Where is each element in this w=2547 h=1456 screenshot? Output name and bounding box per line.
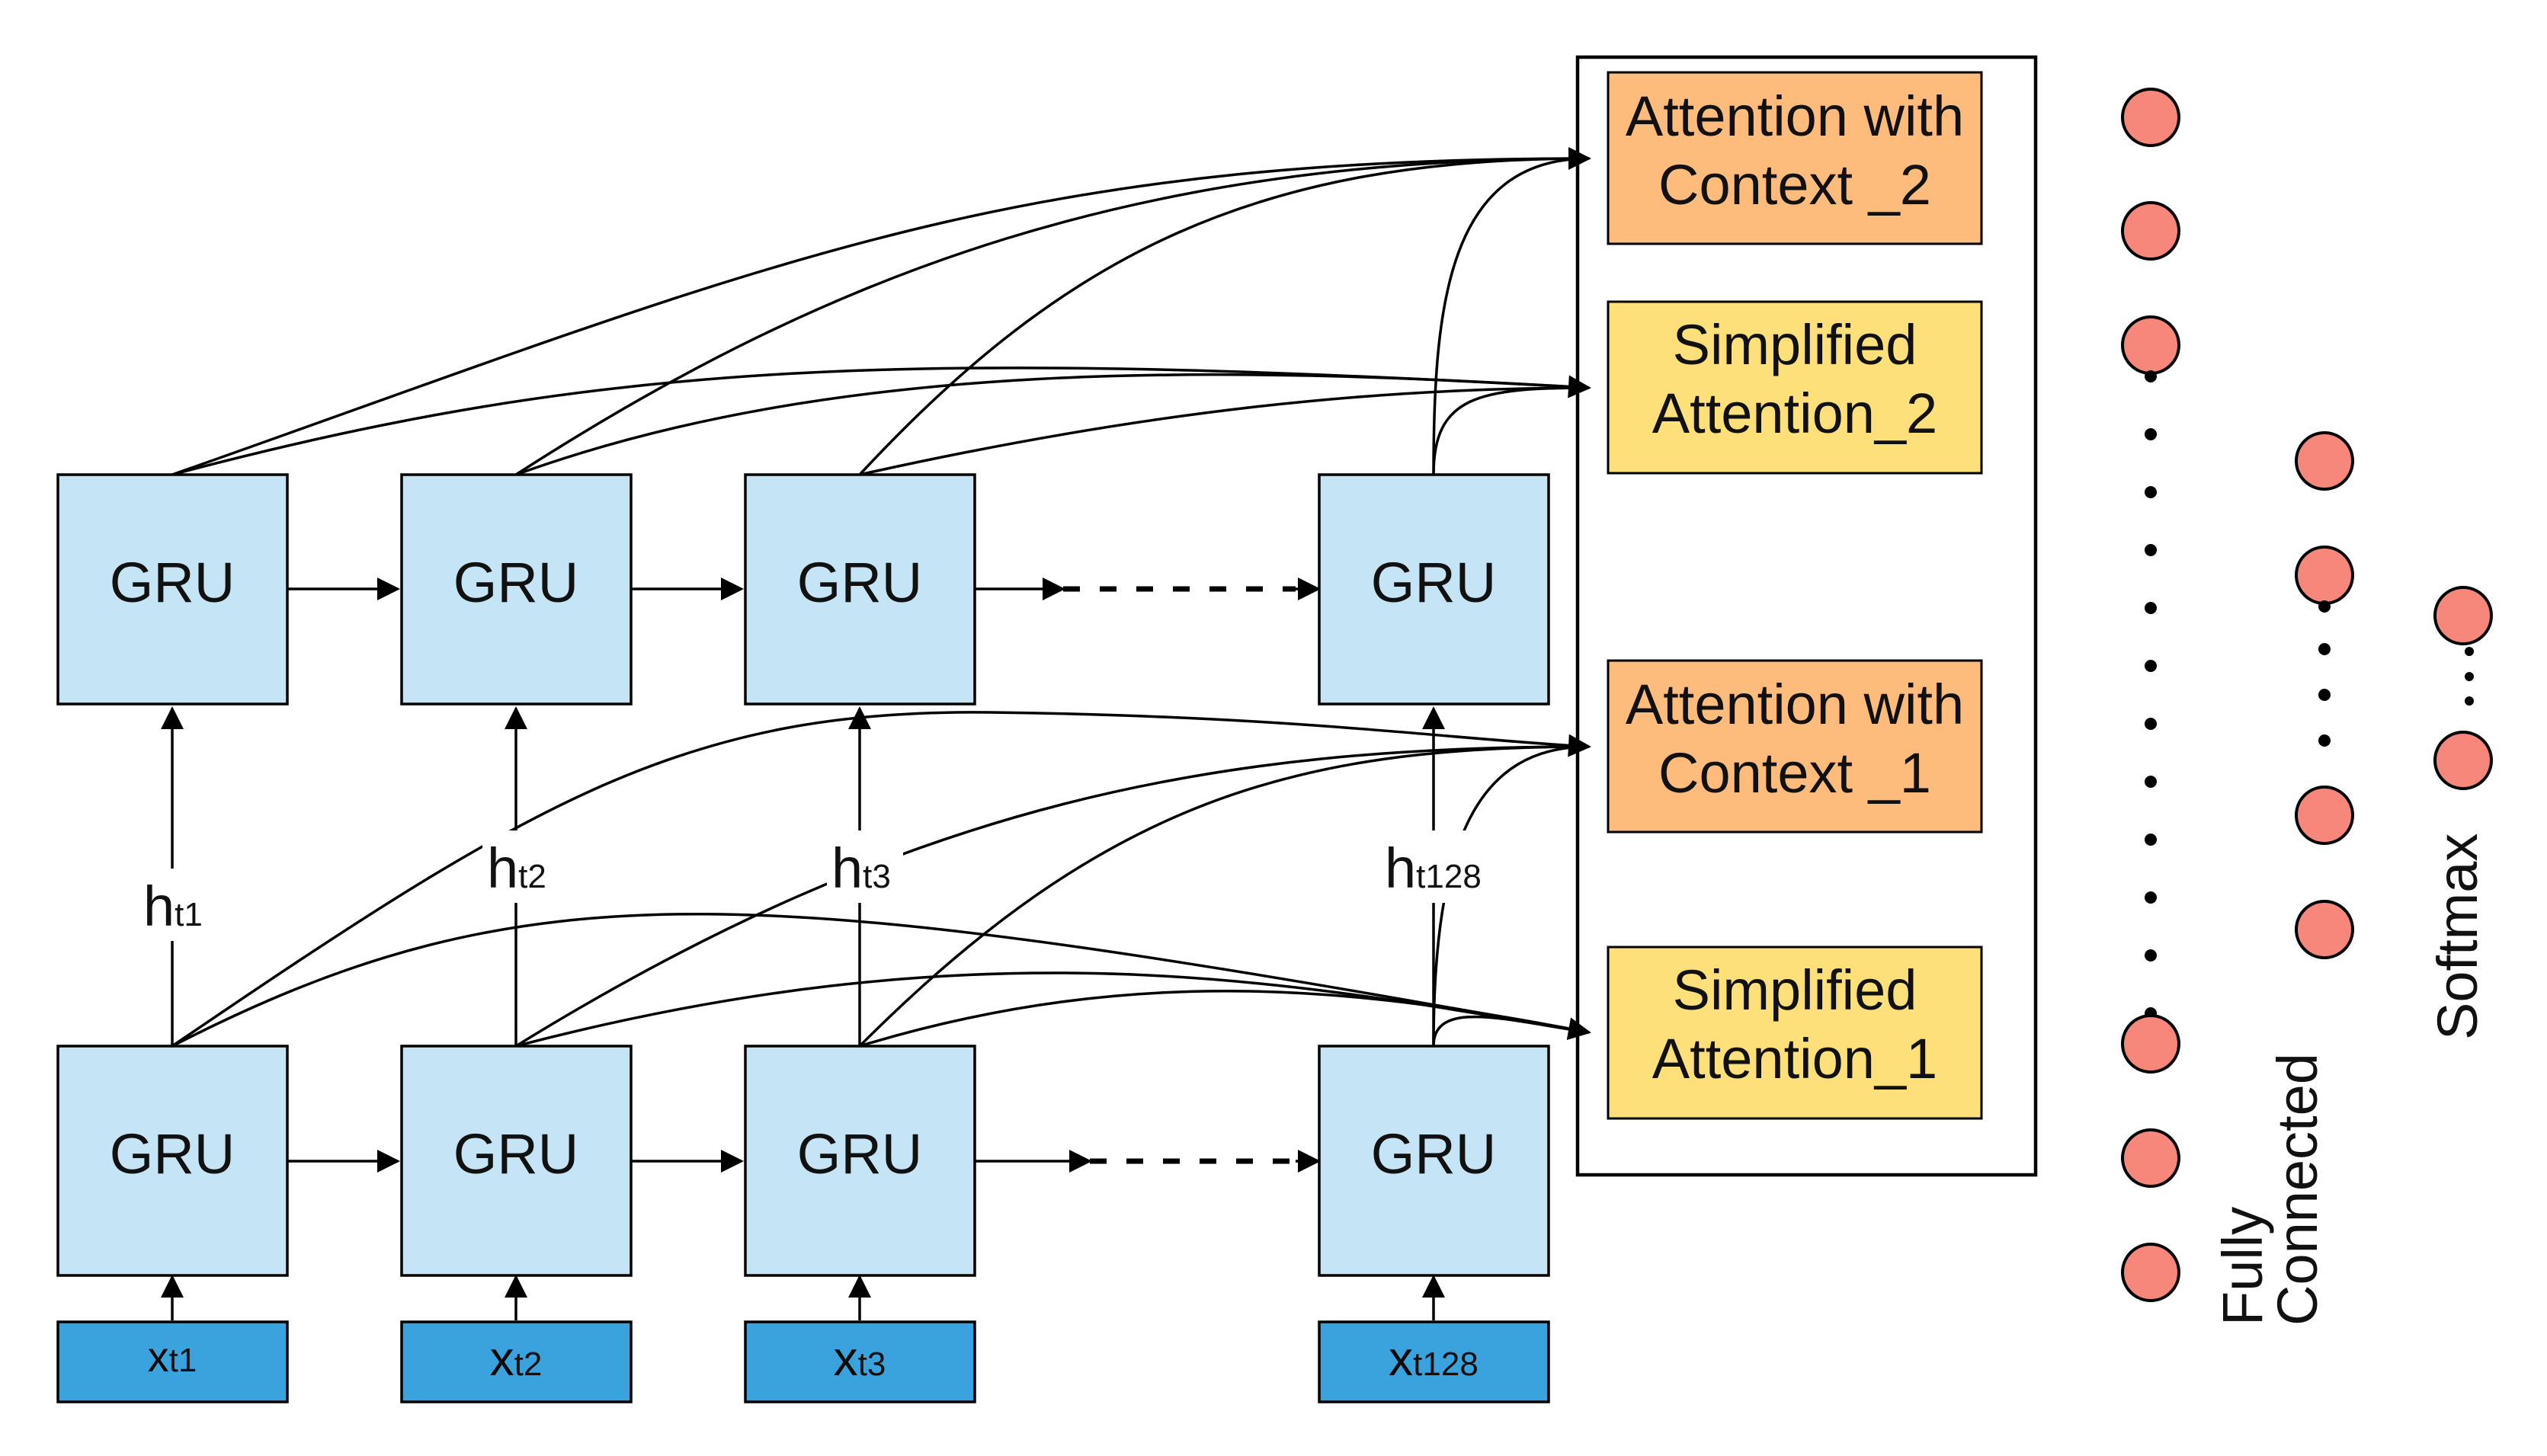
edge-top128-to-sa2 [1432,386,1590,475]
fc-node [2121,88,2180,147]
svg-text:GRU: GRU [453,1122,578,1186]
svg-text:xt3: xt3 [834,1331,886,1386]
edge-bot128-to-sa1 [1432,1015,1590,1047]
gru-cell-bottom-128: GRU [1318,1045,1550,1277]
hidden-labels: ht1 ht2 ht3 ht128 [137,830,1494,941]
attention-container: Attention with Context _2 Simplified Att… [1575,55,2038,1177]
edge-bot2-to-ctx1 [515,745,1590,1048]
hidden-label-3: ht3 [831,837,891,900]
edge-bot1-to-ctx1 [171,711,1591,1048]
softmax-layer: Softmax [2426,586,2493,1040]
svg-text:Attention with: Attention with [1626,673,1964,736]
gru-row-bottom: GRU GRU GRU GRU [56,1045,1550,1277]
edge-top2-to-sa2 [515,373,1590,476]
edge-top2-to-ctx2 [515,157,1590,476]
attention-connections [171,147,1591,1048]
edge-top128-to-ctx2 [1432,157,1590,475]
edge-bot128-to-ctx1 [1432,745,1590,1047]
hidden-state-arrows [161,706,1445,1046]
edge-top3-to-ctx2 [858,157,1590,476]
fc-node [2121,1014,2180,1074]
dense-ellipsis [2318,600,2331,747]
edge-top3-to-sa2 [859,386,1590,476]
fc-node [2121,1128,2180,1188]
dense-node [2295,431,2354,491]
edge-top1-to-ctx2 [171,147,1591,476]
input-box-128: xt128 [1318,1320,1550,1403]
dense-layer-2 [2295,431,2354,959]
hidden-label-1: ht1 [143,875,203,938]
gru-cell-bottom-1: GRU [56,1045,289,1277]
fc-ellipsis [2145,370,2157,1019]
gru-cell-top-3: GRU [744,473,976,706]
edge-bot2-to-sa1 [515,971,1590,1048]
fc-node [2121,315,2180,375]
svg-text:GRU: GRU [453,551,578,614]
fully-connected-label-line2: Connected [2266,1053,2329,1326]
edge-top1-to-sa2 [171,366,1591,476]
svg-text:Simplified: Simplified [1673,958,1917,1022]
svg-text:Context _2: Context _2 [1658,153,1931,216]
input-row: xt1 xt2 xt3 xt128 [56,1320,1550,1403]
svg-text:GRU: GRU [1371,551,1496,614]
simplified-attention-1-box: Simplified Attention_1 [1607,946,1983,1120]
svg-text:xt2: xt2 [490,1331,543,1386]
attention-context-2-box: Attention with Context _2 [1607,71,1983,245]
gru-cell-top-128: GRU [1318,473,1550,706]
svg-text:xt1: xt1 [148,1333,197,1381]
input-box-2: xt2 [400,1320,633,1403]
gru-cell-bottom-2: GRU [400,1045,633,1277]
svg-text:GRU: GRU [110,1122,235,1186]
softmax-node [2433,586,2493,645]
hidden-label-128: ht128 [1385,837,1482,900]
dense-node [2295,546,2354,605]
fully-connected-label-line1: Fully [2211,1207,2274,1326]
fully-connected-layer: Fully Connected [2121,88,2329,1326]
svg-text:GRU: GRU [797,551,922,614]
svg-text:Simplified: Simplified [1673,313,1917,376]
fc-node [2121,201,2180,261]
softmax-node [2433,731,2493,790]
edge-bot3-to-sa1 [859,989,1590,1048]
softmax-ellipsis [2465,647,2474,706]
svg-text:Attention with: Attention with [1626,85,1964,148]
gru-row-top: GRU GRU GRU GRU [56,473,1550,706]
input-box-3: xt3 [744,1320,976,1403]
gru-cell-bottom-3: GRU [744,1045,976,1277]
svg-text:GRU: GRU [110,551,235,614]
edge-bot3-to-ctx1 [858,745,1590,1048]
input-box-1: xt1 [56,1320,289,1403]
dense-node [2295,786,2354,845]
fc-node [2121,1243,2180,1302]
attention-context-1-box: Attention with Context _1 [1607,659,1983,834]
softmax-label: Softmax [2426,834,2489,1040]
gru-cell-top-1: GRU [56,473,289,706]
svg-text:GRU: GRU [1371,1122,1496,1186]
edge-bot1-to-sa1 [171,912,1591,1048]
gru-cell-top-2: GRU [400,473,633,706]
svg-text:Attention_2: Attention_2 [1652,382,1937,445]
input-arrows [161,1275,1445,1320]
svg-text:Attention_1: Attention_1 [1652,1027,1937,1090]
svg-text:Context _1: Context _1 [1658,741,1931,805]
svg-text:GRU: GRU [797,1122,922,1186]
hidden-label-2: ht2 [487,837,546,900]
svg-text:xt128: xt128 [1389,1331,1479,1386]
simplified-attention-2-box: Simplified Attention_2 [1607,300,1983,475]
dense-node [2295,900,2354,959]
